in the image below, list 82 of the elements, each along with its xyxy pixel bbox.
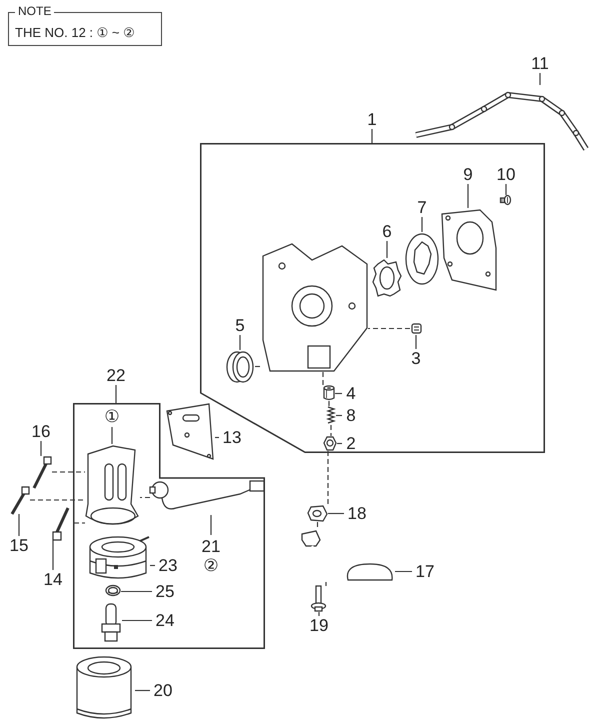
callout-number: 5 [231,316,249,335]
assembly-line [140,496,150,498]
note-text: THE NO. 12 : ① ~ ② [15,24,135,42]
leader-line [335,392,342,394]
leader-line [505,184,507,195]
callout-number: 21 [202,537,220,556]
leader-line [115,385,117,403]
leader-line [415,335,417,349]
leader-line [386,241,388,258]
oil-strainer-drawing [300,530,395,582]
plug-drawing [410,322,423,335]
callout-number: 24 [152,611,178,630]
bolt-drawing [30,456,52,488]
callout-number: 17 [412,562,438,581]
leader-line [135,690,150,692]
callout-number: ① [101,405,123,427]
fitting-drawing [100,602,122,642]
callout-number: 9 [459,165,477,184]
gear-drawing [372,258,402,298]
assembly-line [316,522,318,530]
callout-number: 3 [407,349,425,368]
callout-number: 11 [528,54,552,73]
assembly-line [327,451,329,505]
callout-number: 19 [306,616,332,635]
bolt-drawing [8,486,30,514]
oil-seal-drawing [225,350,255,383]
leader-line [40,441,42,456]
leader-line [18,514,20,536]
leader-line [210,515,212,535]
note-heading: NOTE [15,4,54,18]
callout-number: 15 [6,536,32,555]
assembly-line [52,471,85,473]
screw-drawing [500,195,511,205]
leader-line [121,590,152,592]
leader-line [421,217,423,232]
assembly-line [368,328,410,330]
leader-line [337,442,342,444]
rotor-drawing [404,232,440,286]
callout-number: 8 [342,406,360,425]
leader-line [215,436,219,438]
cover-plate-drawing [440,208,498,292]
leader-line [467,184,469,208]
leader-line [336,414,342,416]
callout-number: 7 [413,198,431,217]
assembly-line [328,401,330,406]
callout-number: 25 [152,582,178,601]
leader-line [111,427,113,444]
callout-number: 6 [378,222,396,241]
callout-number: 22 [103,366,129,385]
o-ring-drawing [105,584,121,597]
leader-line [52,540,54,570]
assembly-outline [200,143,545,453]
callout-number: 18 [344,504,370,523]
callout-number: 13 [219,428,245,447]
leader-line [239,335,241,350]
callout-number: 4 [342,384,360,403]
nut-drawing [323,436,337,451]
callout-number: 23 [155,556,181,575]
assembly-line [330,425,332,436]
assembly-line [325,582,327,586]
gasket-drawing [165,403,215,462]
plunger-drawing [323,385,335,401]
callout-number: 2 [342,434,360,453]
leader-line [539,73,541,85]
callout-number: ② [203,556,219,575]
assembly-line [74,522,85,524]
leader-line [328,512,344,514]
callout-number: 1 [362,110,382,129]
leader-line [122,620,152,622]
leader-line [371,129,373,143]
spring-drawing [326,406,336,425]
callout-number: 14 [40,570,66,589]
assembly-line [255,366,262,368]
callout-number: 16 [28,422,54,441]
leader-line [395,570,412,572]
assembly-line [30,499,85,501]
callout-number: 20 [150,681,176,700]
bolt-drawing [311,586,326,612]
callout-number: 10 [494,165,518,184]
leader-line [150,564,155,566]
assembly-line [322,372,324,385]
washer-drawing [307,505,328,522]
